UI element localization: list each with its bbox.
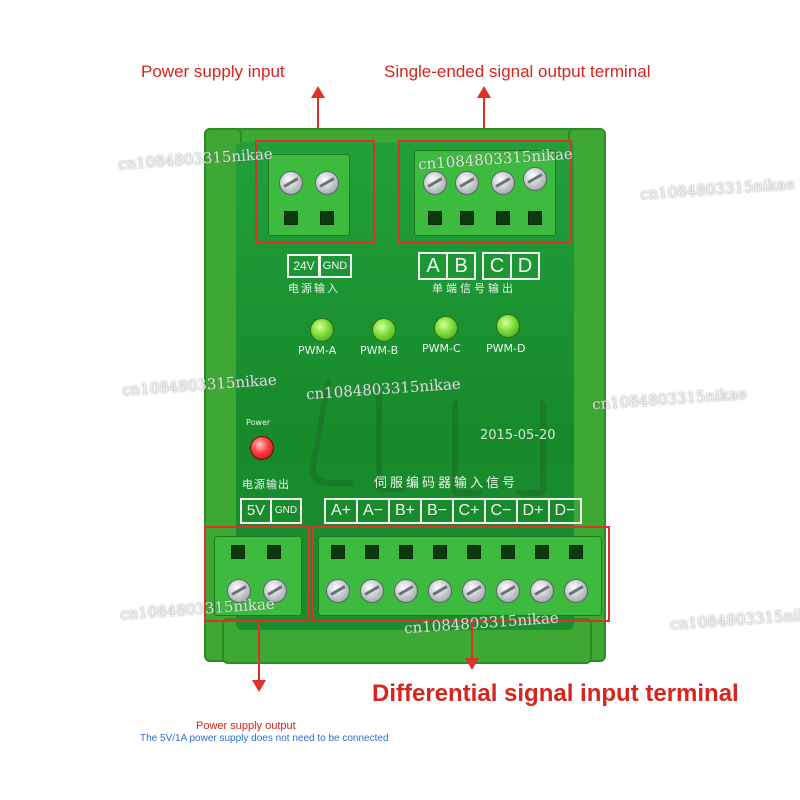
wire-hole: [365, 545, 379, 559]
screw-icon[interactable]: [428, 579, 452, 603]
power-input-highlight: [255, 140, 375, 244]
power-input-callout: Power supply input: [141, 62, 285, 81]
power-out-label-5v: 5V: [240, 498, 272, 524]
watermark-9: cn1084803315nikae: [669, 604, 800, 634]
output-caption: 单端信号输出: [432, 282, 516, 295]
wire-hole: [467, 545, 481, 559]
screw-icon[interactable]: [326, 579, 350, 603]
screw-icon[interactable]: [360, 579, 384, 603]
wire-hole: [496, 211, 510, 225]
power-input-terminal[interactable]: [268, 154, 350, 236]
wire-hole: [460, 211, 474, 225]
output-arrow-icon: [477, 86, 491, 140]
screw-icon[interactable]: [496, 579, 520, 603]
wire-hole: [433, 545, 447, 559]
screw-icon[interactable]: [455, 171, 479, 195]
input-label-24v: 24V: [287, 254, 321, 278]
power-led-label: Power: [246, 418, 271, 427]
pcb-trace: [452, 400, 482, 496]
power-out-label-gnd: GND: [270, 498, 302, 524]
differential-input-callout: Differential signal input terminal: [372, 680, 739, 707]
diff-label-a-plus: A+: [324, 498, 358, 524]
power-output-terminal[interactable]: [214, 536, 302, 616]
output-label-d: D: [510, 252, 540, 280]
led-pwm-d: [496, 314, 520, 338]
diff-label-b-minus: B−: [420, 498, 454, 524]
pcb-trace: [516, 400, 546, 496]
wire-hole: [231, 545, 245, 559]
wire-hole: [399, 545, 413, 559]
led-label-pwm-d: PWM-D: [486, 342, 526, 355]
single-ended-output-callout: Single-ended signal output terminal: [384, 62, 651, 81]
led-pwm-c: [434, 316, 458, 340]
output-label-a: A: [418, 252, 448, 280]
encoder-caption: 伺服编码器输入信号: [374, 476, 519, 491]
power-output-highlight: [204, 526, 310, 622]
board-date: 2015-05-20: [480, 428, 556, 443]
diff-label-d-plus: D+: [516, 498, 550, 524]
wire-hole: [569, 545, 583, 559]
wire-hole: [320, 211, 334, 225]
diff-label-c-minus: C−: [484, 498, 518, 524]
power-output-callout: Power supply output: [196, 720, 296, 732]
screw-icon[interactable]: [491, 171, 515, 195]
diff-label-c-plus: C+: [452, 498, 486, 524]
screw-icon[interactable]: [394, 579, 418, 603]
wire-hole: [535, 545, 549, 559]
power-output-note: The 5V/1A power supply does not need to …: [140, 733, 389, 744]
diff-label-d-minus: D−: [548, 498, 582, 524]
screw-icon[interactable]: [263, 579, 287, 603]
watermark-3: cn1084803315nikae: [639, 174, 796, 204]
differential-arrow-icon: [465, 622, 479, 670]
led-pwm-b: [372, 318, 396, 342]
led-pwm-a: [310, 318, 334, 342]
led-label-pwm-a: PWM-A: [298, 344, 337, 357]
wire-hole: [331, 545, 345, 559]
diff-label-b-plus: B+: [388, 498, 422, 524]
screw-icon[interactable]: [523, 167, 547, 191]
power-input-arrow-icon: [311, 86, 325, 140]
watermark-6: cn1084803315nikae: [591, 384, 748, 414]
output-highlight: [398, 140, 572, 244]
wire-hole: [428, 211, 442, 225]
screw-icon[interactable]: [227, 579, 251, 603]
screw-icon[interactable]: [315, 171, 339, 195]
differential-input-highlight: [312, 526, 610, 622]
output-label-b: B: [446, 252, 476, 280]
diff-label-a-minus: A−: [356, 498, 390, 524]
screw-icon[interactable]: [279, 171, 303, 195]
wire-hole: [284, 211, 298, 225]
input-label-gnd: GND: [318, 254, 352, 278]
differential-input-terminal[interactable]: [318, 536, 602, 616]
wire-hole: [501, 545, 515, 559]
wire-hole: [267, 545, 281, 559]
power-output-arrow-icon: [252, 622, 266, 692]
led-label-pwm-c: PWM-C: [422, 342, 461, 355]
power-output-caption: 电源输出: [242, 478, 290, 491]
single-ended-output-terminal[interactable]: [414, 150, 556, 236]
screw-icon[interactable]: [564, 579, 588, 603]
wire-hole: [528, 211, 542, 225]
input-caption: 电源输入: [288, 282, 340, 295]
pcb-trace: [376, 390, 406, 492]
power-led: [250, 436, 274, 460]
led-label-pwm-b: PWM-B: [360, 344, 399, 357]
output-label-c: C: [482, 252, 512, 280]
screw-icon[interactable]: [423, 171, 447, 195]
screw-icon[interactable]: [530, 579, 554, 603]
screw-icon[interactable]: [462, 579, 486, 603]
